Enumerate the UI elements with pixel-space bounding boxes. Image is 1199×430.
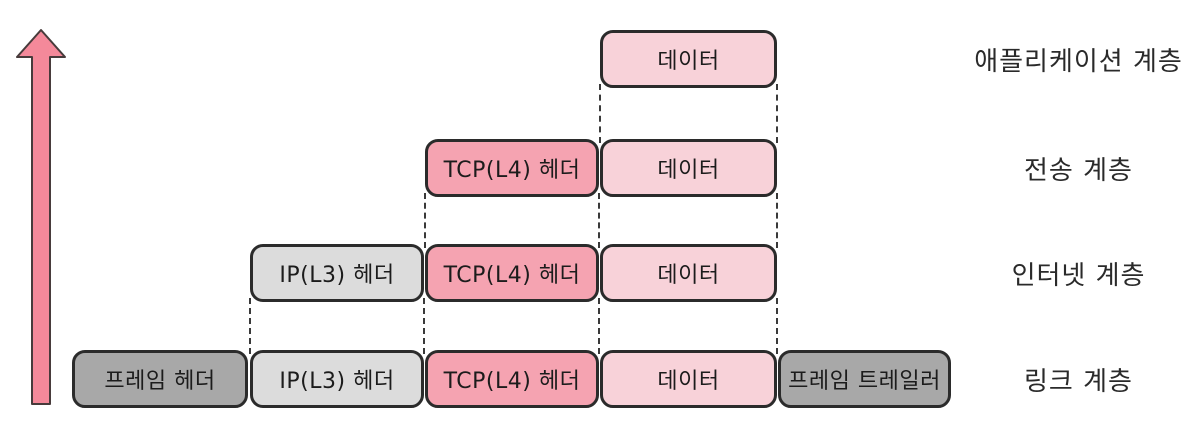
box-transport-tcp-header: TCP(L4) 헤더 bbox=[425, 139, 599, 197]
layer-label-application: 애플리케이션 계층 bbox=[974, 46, 1183, 77]
box-application-data: 데이터 bbox=[600, 30, 777, 88]
up-arrow-shape bbox=[16, 29, 66, 405]
dashed-connector bbox=[598, 193, 600, 248]
layer-label-transport: 전송 계층 bbox=[1024, 155, 1133, 186]
box-link-tcp-header: TCP(L4) 헤더 bbox=[425, 350, 599, 408]
layer-label-link: 링크 계층 bbox=[1024, 366, 1133, 397]
dashed-connector bbox=[776, 298, 778, 354]
box-link-frame-trailer: 프레임 트레일러 bbox=[778, 350, 951, 408]
dashed-connector bbox=[776, 84, 778, 143]
box-internet-data: 데이터 bbox=[600, 244, 777, 302]
box-transport-data: 데이터 bbox=[600, 139, 777, 197]
dashed-connector bbox=[598, 298, 600, 354]
layer-label-internet: 인터넷 계층 bbox=[1011, 260, 1146, 291]
dashed-connector bbox=[249, 298, 251, 354]
box-link-data: 데이터 bbox=[600, 350, 777, 408]
dashed-connector bbox=[776, 193, 778, 248]
box-internet-tcp-header: TCP(L4) 헤더 bbox=[425, 244, 599, 302]
dashed-connector bbox=[423, 298, 425, 354]
dashed-connector bbox=[599, 84, 601, 143]
upward-direction-arrow-icon bbox=[16, 29, 66, 405]
dashed-connector bbox=[424, 193, 426, 248]
box-link-ip-header: IP(L3) 헤더 bbox=[250, 350, 424, 408]
box-internet-ip-header: IP(L3) 헤더 bbox=[250, 244, 424, 302]
box-link-frame-header: 프레임 헤더 bbox=[72, 350, 248, 408]
